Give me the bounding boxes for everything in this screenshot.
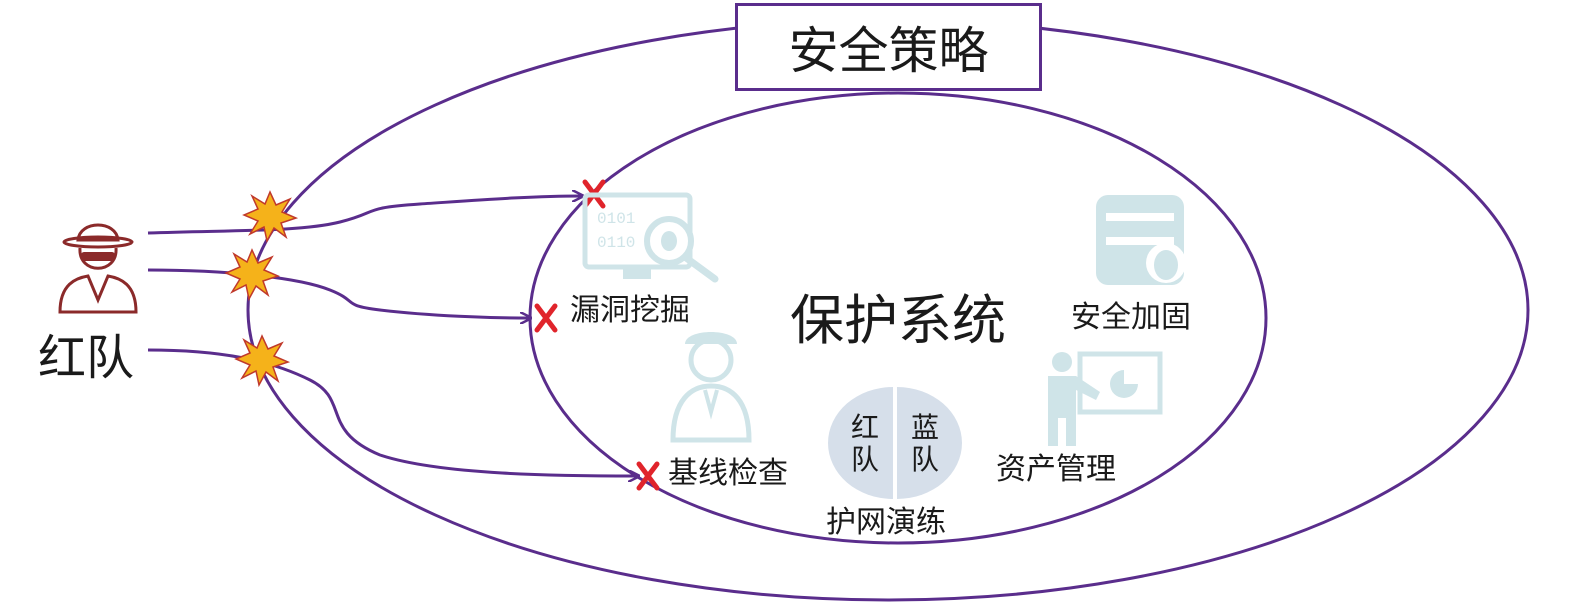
security-hardening-label: 安全加固 [1071,300,1191,335]
presentation-icon [1048,351,1163,446]
burst-icon [242,190,299,244]
exercise-circle [828,387,962,499]
attack-arrow-middle [147,268,530,318]
exercise-blue-team-label: 蓝 队 [910,411,939,477]
attack-arrow-top [147,196,582,235]
code-bug-search-icon: 0101 0110 [582,192,719,283]
hacker-icon [58,223,138,314]
burst-icon [224,248,281,302]
vuln-mining-label: 漏洞挖掘 [570,293,690,328]
protection-system-title: 保护系统 [790,289,1006,352]
svg-text:0110: 0110 [597,234,635,252]
blocked-x-icon [534,303,558,333]
exercise-red-team-label: 红 队 [850,411,879,477]
server-bug-icon [1096,195,1186,285]
red-team-label: 红队 [38,330,135,386]
svg-text:0101: 0101 [597,210,635,228]
burst-icon [234,334,291,388]
blocked-x-icon [636,461,660,491]
exercise-label: 护网演练 [826,505,946,540]
asset-management-label: 资产管理 [996,452,1116,487]
inspector-icon [670,332,752,443]
security-policy-title: 安全策略 [735,3,1042,91]
baseline-check-label: 基线检查 [668,456,788,491]
